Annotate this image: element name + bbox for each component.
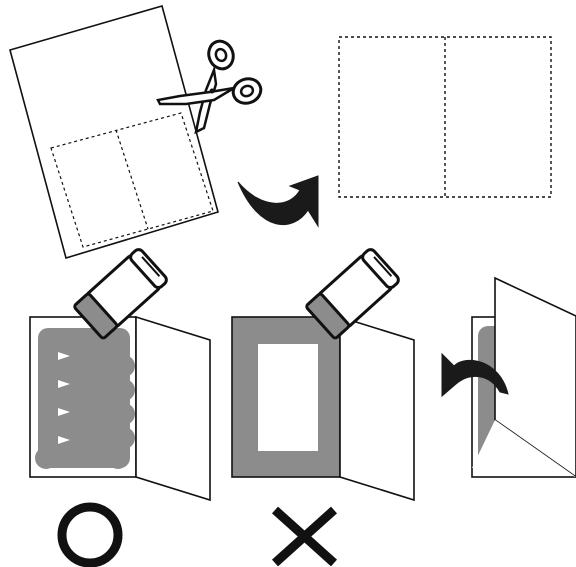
correct-circle-mark [62,507,118,563]
curved-arrow-icon [238,176,318,226]
printed-sheet [10,6,218,258]
card-glue-correct [30,248,210,500]
cut-card-dashed [339,37,551,197]
glue-zigzag [35,328,135,469]
card-glue-wrong [232,248,414,500]
wrong-cross-mark [275,510,334,563]
